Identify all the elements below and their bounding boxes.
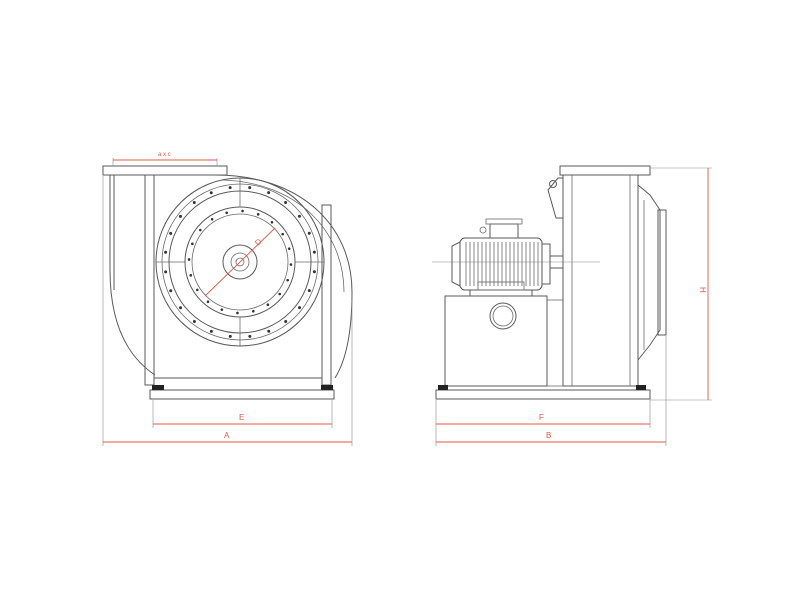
bolt-hole — [220, 308, 224, 311]
bolt-hole — [178, 214, 182, 218]
front-view: D a x c E A — [102, 152, 353, 446]
bolt-hole — [297, 214, 301, 218]
bolt-hole — [206, 300, 210, 304]
bolt-hole — [241, 209, 244, 213]
bolt-hole — [307, 231, 311, 235]
dim-line-d — [204, 227, 276, 297]
bolt-hole — [169, 231, 173, 235]
bolt-hole — [210, 217, 214, 221]
inlet-spokes — [156, 178, 324, 346]
bolt-hole — [164, 250, 168, 254]
motor-shaft-housing — [549, 255, 564, 269]
dim-label-h: H — [698, 287, 707, 293]
bolt-hole — [312, 250, 316, 254]
bolt-hole — [228, 334, 232, 338]
bolt-hole — [267, 329, 271, 333]
access-port-inner — [492, 305, 514, 327]
bolt-hole — [287, 247, 291, 250]
side-inlet-cone — [637, 184, 661, 361]
side-view: F B H — [432, 165, 712, 446]
motor-feet — [469, 289, 533, 297]
motor-foot-block — [477, 281, 525, 291]
cable-gland — [479, 226, 487, 234]
bolt-hole — [298, 306, 302, 310]
dim-label-f: F — [539, 413, 544, 422]
hub-outer — [222, 244, 258, 280]
terminal-box — [489, 223, 519, 239]
motor-fins — [465, 242, 539, 286]
bolt-hole — [267, 191, 271, 195]
side-foot-left — [438, 385, 448, 390]
bolt-hole — [228, 186, 232, 190]
outlet-flange — [102, 165, 228, 176]
lifting-hole — [549, 180, 557, 188]
bolt-hole — [192, 201, 196, 205]
dim-label-b: B — [546, 431, 551, 440]
bolt-hole — [195, 288, 199, 292]
bolt-hole — [189, 274, 193, 277]
lifting-lug — [547, 177, 564, 219]
bolt-hole — [307, 289, 311, 293]
bolt-hole — [236, 311, 239, 315]
bolt-hole — [179, 306, 183, 310]
volute-right-inner — [221, 179, 345, 293]
bolt-hole — [278, 292, 282, 296]
foot-right — [321, 385, 333, 390]
side-outlet-flange — [559, 165, 651, 176]
volute-left — [109, 269, 156, 376]
volute-right — [214, 174, 353, 379]
side-inlet-flange — [657, 209, 667, 336]
bolt-hole — [248, 186, 252, 190]
foot-left — [152, 385, 164, 390]
bolt-hole — [256, 213, 260, 216]
motor-pedestal — [444, 295, 548, 387]
frame-left — [144, 174, 155, 386]
bolt-hole — [312, 270, 316, 274]
bolt-hole — [252, 309, 255, 313]
dim-label-d: D — [253, 237, 264, 248]
bolt-hole — [284, 200, 288, 204]
side-housing — [562, 174, 639, 387]
bolt-hole — [209, 329, 213, 333]
motor-end-shield — [541, 243, 551, 285]
bolt-hole — [286, 278, 289, 282]
impeller-plate — [191, 213, 289, 311]
bolt-hole — [248, 334, 252, 338]
bolt-hole — [164, 270, 168, 274]
bolt-hole — [225, 211, 228, 215]
base-plate-front — [149, 389, 335, 400]
dim-label-e: E — [239, 413, 244, 422]
bolt-hole — [198, 228, 202, 232]
access-port — [489, 302, 517, 330]
hub-inner — [230, 252, 250, 272]
motor-fan-cover — [451, 241, 461, 287]
dim-label-top-opening: a x c — [158, 152, 171, 158]
bolt-hole — [284, 319, 288, 323]
bolt-hole — [270, 220, 274, 224]
shaft — [235, 257, 245, 267]
bolt-hole — [281, 232, 285, 236]
bolt-hole — [187, 258, 191, 261]
bolt-hole — [191, 242, 194, 246]
bolt-hole — [169, 289, 173, 293]
terminal-box-lid — [485, 218, 523, 225]
bolt-hole — [266, 303, 270, 307]
bolt-hole — [209, 191, 213, 195]
bolt-hole — [192, 320, 196, 324]
bolt-holes-outer — [164, 186, 316, 338]
base-plate-side — [435, 389, 651, 400]
dim-label-a: A — [224, 431, 230, 440]
bolt-holes-inner — [187, 209, 293, 315]
bolt-hole — [289, 263, 293, 266]
side-foot-right — [636, 385, 646, 390]
